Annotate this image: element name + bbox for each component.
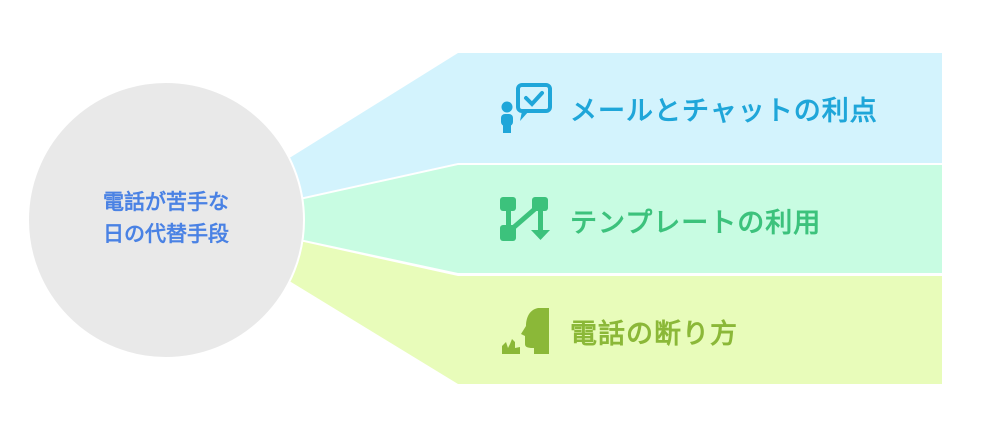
item-label: 電話の断り方 <box>570 318 738 350</box>
item-decline-call: 電話の断り方 <box>498 276 738 386</box>
center-topic: 電話が苦手な 日の代替手段 <box>66 186 266 250</box>
center-line-2: 日の代替手段 <box>103 222 229 246</box>
band-2 <box>170 165 942 273</box>
center-line-1: 電話が苦手な <box>103 190 229 214</box>
flow-nodes-icon <box>500 197 550 241</box>
item-label: メールとチャットの利点 <box>570 95 878 127</box>
item-template: テンプレートの利用 <box>498 165 821 275</box>
center-circle <box>27 81 305 359</box>
band-1 <box>170 53 942 200</box>
item-mail-chat: メールとチャットの利点 <box>498 53 878 163</box>
band-3 <box>170 240 942 384</box>
item-label: テンプレートの利用 <box>570 207 822 239</box>
person-chat-check-icon <box>501 83 552 133</box>
speaking-head-icon <box>502 308 549 354</box>
